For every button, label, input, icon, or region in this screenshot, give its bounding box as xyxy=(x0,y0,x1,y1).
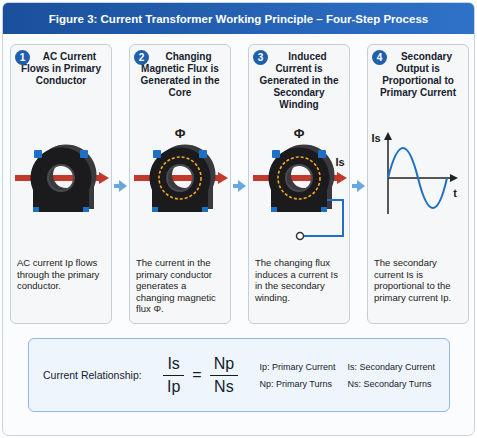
step-number-circle: 2 xyxy=(134,50,149,65)
step-number-circle: 4 xyxy=(372,50,387,65)
figure-title: Figure 3: Current Transformer Working Pr… xyxy=(49,13,428,25)
step-description: The secondary current Is is proportional… xyxy=(374,257,463,303)
formula-term: Ip xyxy=(163,376,184,396)
arrow-head xyxy=(238,180,246,192)
step-number: 1 xyxy=(20,53,26,63)
step-number: 4 xyxy=(377,53,383,63)
secondary-wire xyxy=(304,200,343,236)
panel-fill xyxy=(10,44,112,324)
equals-sign: = xyxy=(192,366,201,384)
symbol-definition: Ns: Secondary Turns xyxy=(347,379,435,389)
description-holder: The secondary current Is is proportional… xyxy=(374,257,463,303)
step-panel: Changing Magnetic Flux is Generated in t… xyxy=(129,44,231,324)
y-axis xyxy=(384,132,392,140)
diagram-label: Is xyxy=(371,132,380,144)
diagram-label: Φ xyxy=(175,127,186,141)
panel-fill xyxy=(129,44,231,324)
diagram-label: t xyxy=(453,187,457,199)
description-holder: AC current Ip flows through the primary … xyxy=(17,257,106,292)
x-axis xyxy=(388,177,452,179)
label-holder: Is xyxy=(320,152,360,170)
step-number-circle: 1 xyxy=(15,50,30,65)
step-description: The current in the primary conductor gen… xyxy=(136,257,225,315)
panel-fill xyxy=(367,44,469,324)
panel-fill xyxy=(248,44,350,324)
arrow-head xyxy=(119,180,127,192)
step-panel: Secondary Output is Proportional to Prim… xyxy=(367,44,469,324)
relationship-label: Current Relationship: xyxy=(43,369,142,381)
formula: IsIp = NpNs xyxy=(163,355,238,396)
step-number: 2 xyxy=(139,53,145,63)
sine-wave xyxy=(388,148,447,208)
title-bar xyxy=(3,3,474,34)
step-panel: Induced Current is Generated in the Seco… xyxy=(248,44,350,324)
fraction: NpNs xyxy=(210,355,238,396)
label-holder: Φ xyxy=(279,124,319,142)
label-holder: Φ xyxy=(160,124,200,142)
ct-core xyxy=(269,144,335,212)
x-axis xyxy=(450,174,458,182)
label-holder: Is xyxy=(356,128,396,146)
diagram-label: Is xyxy=(335,156,344,168)
formula-term: Np xyxy=(210,355,238,376)
title-holder: Figure 3: Current Transformer Working Pr… xyxy=(6,3,471,34)
step-number-circle: 3 xyxy=(253,50,268,65)
step-arrow xyxy=(352,180,365,192)
formula-term: Ns xyxy=(210,376,238,396)
secondary-terminal xyxy=(297,233,304,240)
symbol-definition: Is: Secondary Current xyxy=(347,362,435,372)
symbol-definitions: Ip: Primary Current Is: Secondary Current… xyxy=(259,362,435,389)
ct-core xyxy=(150,144,216,212)
diagram-label: Φ xyxy=(294,127,305,141)
step-panel: AC Current Flows in Primary ConductorAC … xyxy=(10,44,112,324)
step-number: 3 xyxy=(258,53,264,63)
magnetic-flux xyxy=(278,157,320,199)
step-arrow xyxy=(114,180,127,192)
figure-frame xyxy=(3,3,475,436)
symbol-definition: Ip: Primary Current xyxy=(259,362,335,372)
arrow-head xyxy=(357,180,365,192)
step-arrow xyxy=(233,180,246,192)
fraction: IsIp xyxy=(163,355,184,396)
description-holder: The current in the primary conductor gen… xyxy=(136,257,225,315)
symbol-definition: Np: Primary Turns xyxy=(259,379,335,389)
ct-core xyxy=(31,144,97,212)
description-holder: The changing flux induces a current Is i… xyxy=(255,257,344,303)
step-description: The changing flux induces a current Is i… xyxy=(255,257,344,303)
formula-box: Current Relationship: IsIp = NpNs Ip: Primar… xyxy=(28,338,450,412)
magnetic-flux xyxy=(159,157,201,199)
label-holder: t xyxy=(435,183,475,201)
step-description: AC current Ip flows through the primary … xyxy=(17,257,106,292)
formula-term: Is xyxy=(163,355,183,376)
